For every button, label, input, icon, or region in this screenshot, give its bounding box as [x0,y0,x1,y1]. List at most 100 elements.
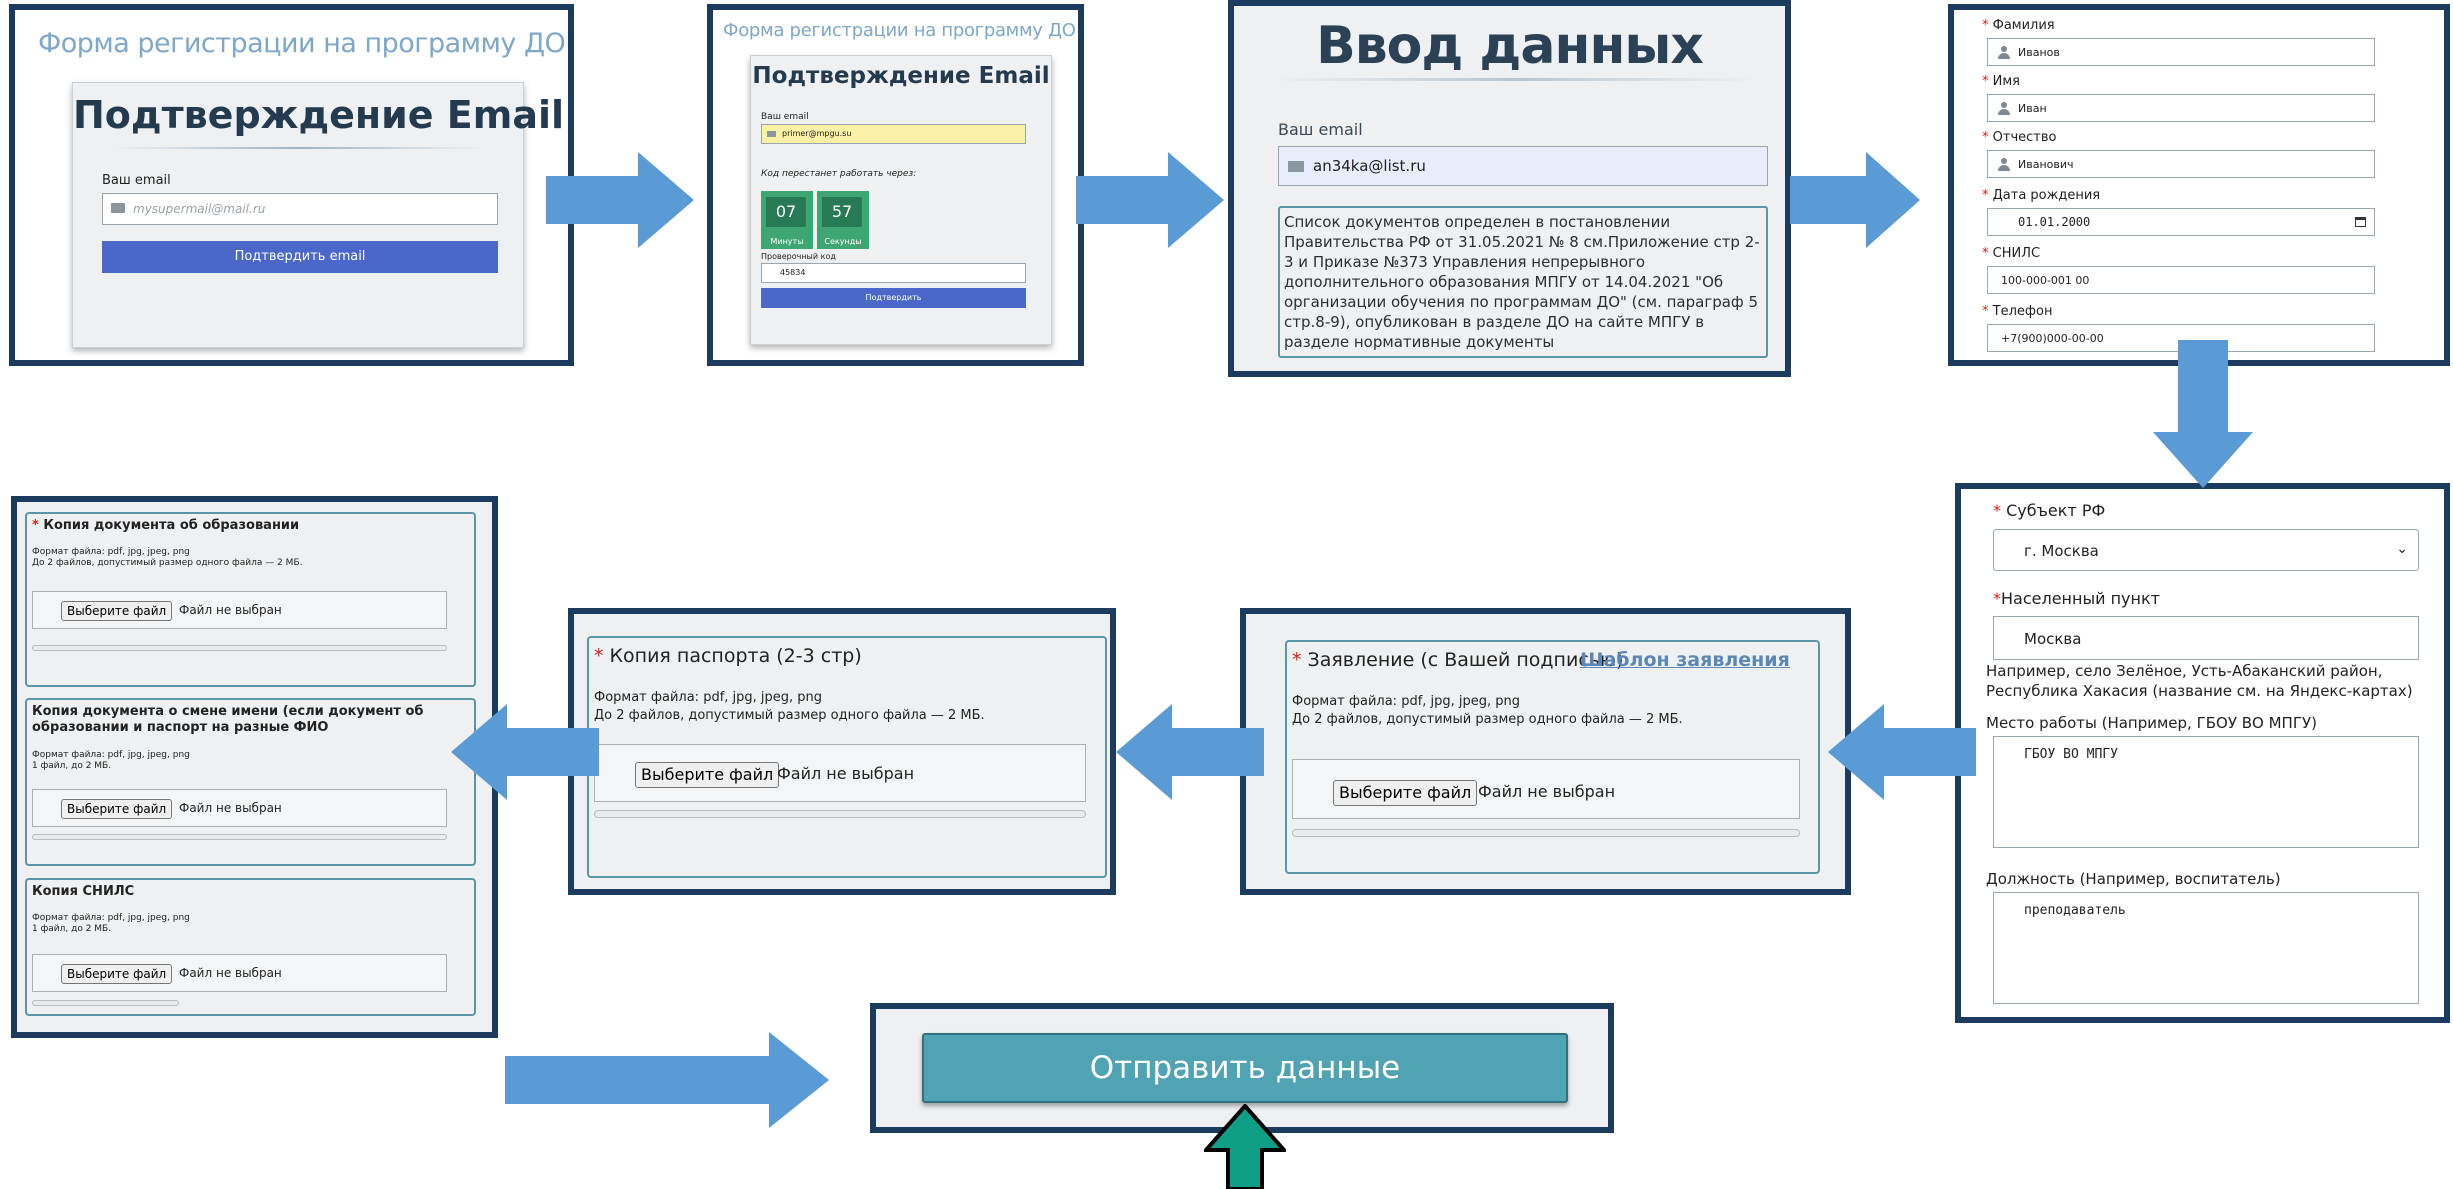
right-arrow [505,1032,829,1128]
email-input[interactable]: an34ka@list.ru [1278,146,1768,186]
field-value: 01.01.2000 [2018,215,2091,229]
email-input[interactable]: mysupermail@mail.ru [102,193,498,225]
heading-divider [113,147,483,149]
file-formats: Формат файла: pdf, jpg, jpeg, png [32,547,190,557]
file-limit: До 2 файлов, допустимый размер одного фа… [32,558,303,568]
field-value: Иванов [2018,46,2060,59]
city-input[interactable]: Москва [1993,616,2419,660]
text-input[interactable]: Иванов [1987,38,2375,66]
choose-file-button[interactable]: Выберите файл [61,601,173,621]
text-input[interactable]: Иван [1987,94,2375,122]
city-hint: Например, село Зелёное, Усть-Абаканский … [1986,662,2413,700]
envelope-icon [767,131,776,137]
file-limit: 1 файл, до 2 МБ. [32,924,112,934]
seconds-box: 57 Секунды [817,191,869,249]
email-value: an34ka@list.ru [1313,157,1426,175]
position-label: Должность (Например, воспитатель) [1986,870,2281,888]
date-input[interactable]: 01.01.2000 [1987,208,2375,236]
code-confirm-card: Подтверждение Email Ваш email primer@mpg… [750,55,1052,345]
left-arrow [451,704,599,800]
text-input[interactable]: +7(900)000-00-00 [1987,324,2375,352]
right-arrow [546,152,694,248]
email-label: Ваш email [1278,120,1363,139]
step-passport-upload-panel: * Копия паспорта (2-3 стр) Формат файла:… [568,608,1116,895]
heading-divider [1274,78,1755,81]
minutes-label: Минуты [770,237,804,246]
upload-progress-bar [32,1000,179,1006]
field-label: * Дата рождения [1982,188,2101,203]
file-formats: Формат файла: pdf, jpg, jpeg, png [32,750,190,760]
document-title: Копия документа о смене имени (если доку… [32,704,424,735]
file-limit: До 2 файлов, допустимый размер одного фа… [1292,712,1683,727]
left-arrow [1828,704,1976,800]
documents-info-text: Список документов определен в постановле… [1284,213,1760,351]
confirm-code-button[interactable]: Подтвердить [761,288,1026,308]
seconds-value: 57 [822,197,862,227]
email-value: primer@mpgu.su [782,129,852,138]
email-label: Ваш email [761,112,809,122]
application-template-link[interactable]: Шаблон заявления [1580,649,1790,671]
field-value: 100-000-001 00 [2001,274,2090,287]
passport-title: * Копия паспорта (2-3 стр) [594,645,862,667]
work-value: ГБОУ ВО МПГУ [2024,747,2118,762]
region-label: * Субъект РФ [1993,501,2106,520]
seconds-label: Секунды [824,237,862,246]
field-value: Иванович [2018,158,2074,171]
code-input[interactable]: 45834 [761,263,1026,283]
upload-progress-bar [594,810,1086,818]
region-select[interactable]: г. Москва ⌄ [1993,529,2419,571]
choose-file-button[interactable]: Выберите файл [61,799,173,819]
step-code-confirm-panel: Форма регистрации на программу ДО МПГУ П… [707,4,1084,366]
documents-info: Список документов определен в постановле… [1278,206,1768,358]
minutes-box: 07 Минуты [761,191,813,249]
submit-button[interactable]: Отправить данные [922,1033,1568,1103]
no-file-text: Файл не выбран [777,764,915,783]
down-arrow [2153,340,2253,488]
work-textarea[interactable]: ГБОУ ВО МПГУ [1993,736,2419,848]
code-value: 45834 [780,268,806,277]
choose-file-button[interactable]: Выберите файл [635,762,780,788]
field-label: * СНИЛС [1982,246,2041,261]
file-upload-box: Выберите файл Файл не выбран [32,789,447,827]
passport-upload-card: * Копия паспорта (2-3 стр) Формат файла:… [587,636,1107,878]
text-input[interactable]: Иванович [1987,150,2375,178]
file-upload-box: Выберите файл Файл не выбран [1292,759,1800,819]
upload-progress-bar [32,834,447,840]
card-heading: Подтверждение Email [73,93,565,137]
user-icon [1998,46,2010,59]
text-input[interactable]: 100-000-001 00 [1987,266,2375,294]
step-data-entry-panel: Ввод данных Ваш email an34ka@list.ru Спи… [1228,0,1791,377]
page-heading: Ввод данных [1316,16,1704,76]
region-value: г. Москва [2024,542,2099,560]
choose-file-button[interactable]: Выберите файл [1333,780,1478,806]
email-placeholder: mysupermail@mail.ru [133,202,266,216]
email-input[interactable]: primer@mpgu.su [761,124,1026,144]
choose-file-button[interactable]: Выберите файл [61,964,173,984]
up-pointer-arrow [1204,1104,1286,1189]
right-arrow [1790,152,1920,248]
file-formats: Формат файла: pdf, jpg, jpeg, png [32,913,190,923]
form-title: Форма регистрации на программу ДО МПГУ [38,28,568,59]
file-limit: До 2 файлов, допустимый размер одного фа… [594,708,985,723]
file-upload-box: Выберите файл Файл не выбран [594,744,1086,802]
no-file-text: Файл не выбран [179,801,282,815]
field-label: * Телефон [1982,304,2053,319]
field-label: * Отчество [1982,130,2057,145]
timer-note: Код перестанет работать через: [761,169,917,179]
user-icon [1998,102,2010,115]
email-label: Ваш email [102,173,171,188]
file-formats: Формат файла: pdf, jpg, jpeg, png [1292,694,1521,709]
position-textarea[interactable]: преподаватель [1993,892,2419,1004]
card-heading: Подтверждение Email [752,63,1050,89]
code-label: Проверочный код [761,252,836,261]
confirm-email-button[interactable]: Подтвердить email [102,241,498,273]
field-label: * Фамилия [1982,18,2055,33]
left-arrow [1116,704,1264,800]
step-address-work-panel: * Субъект РФ г. Москва ⌄ *Населенный пун… [1955,483,2450,1023]
no-file-text: Файл не выбран [1478,782,1616,801]
